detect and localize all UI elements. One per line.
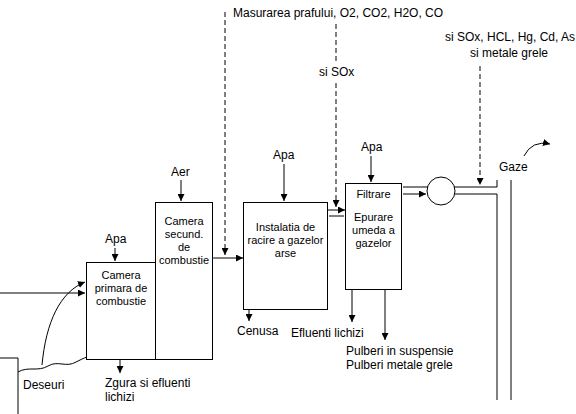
slag-arrow [120, 358, 121, 373]
water-arrow [115, 248, 116, 261]
input-label: Apa [104, 232, 127, 246]
box-text: Camera secund. de combustie [156, 215, 212, 267]
pit-wall [0, 358, 18, 414]
air-arrow [181, 180, 182, 201]
duct-line [403, 194, 426, 195]
combustion-chamber: Camera secund. de combustie [155, 202, 213, 360]
input-label: Apa [360, 140, 383, 154]
feed-arrow [42, 282, 85, 365]
duct-line [455, 194, 497, 195]
effluent-arrow [352, 288, 353, 322]
output-label: Pulberi in suspensie [345, 344, 454, 358]
measurement-note: si SOx [318, 65, 355, 79]
dust-arrow [385, 288, 386, 340]
output-label: Gaze [498, 160, 529, 174]
input-label: Apa [272, 148, 295, 162]
output-label: Cenusa [236, 324, 279, 338]
box-text: Filtrare [346, 188, 401, 201]
output-label: Pulberi metale grele [345, 358, 454, 372]
box-text: Instalatia de racire a gazelor arse [244, 221, 327, 260]
filter-scrubber: FiltrareEpurare umeda a gazelor [345, 183, 402, 290]
stack-wall [497, 180, 498, 187]
output-label: Efluenti lichizi [290, 326, 365, 340]
cooling-unit: Instalatia de racire a gazelor arse [243, 202, 328, 310]
water-arrow [284, 164, 285, 201]
flow-arrow [213, 258, 243, 259]
stack-wall [497, 194, 498, 400]
duct-line [454, 187, 497, 188]
combustion-chamber: Camera primara de combustie [86, 262, 156, 360]
duct-line [403, 187, 428, 188]
measurement-note: si metale grele [444, 46, 574, 60]
duct-line [329, 216, 344, 217]
waste-pile [18, 357, 87, 372]
measurement-line [225, 12, 226, 255]
exhaust-arrow [524, 143, 550, 156]
measurement-note: Masurarea prafului, O2, CO2, H2O, CO [232, 6, 444, 20]
flow-arrow [328, 210, 345, 211]
box-text: Epurare umeda a gazelor [346, 211, 401, 250]
fan-symbol [427, 177, 455, 205]
input-label: Deseuri [22, 378, 65, 392]
feed-arrow [0, 293, 85, 294]
stack-wall [511, 180, 512, 400]
output-label: Zgura si efluenti lichizi [104, 376, 198, 404]
box-text: Camera primara de combustie [87, 269, 155, 308]
measurement-line [480, 66, 481, 185]
measurement-note: si SOx, HCL, Hg, Cd, As [444, 30, 574, 44]
input-label: Aer [170, 165, 191, 179]
measurement-line [336, 24, 337, 62]
water-arrow [371, 156, 372, 182]
measurement-line [336, 83, 337, 207]
